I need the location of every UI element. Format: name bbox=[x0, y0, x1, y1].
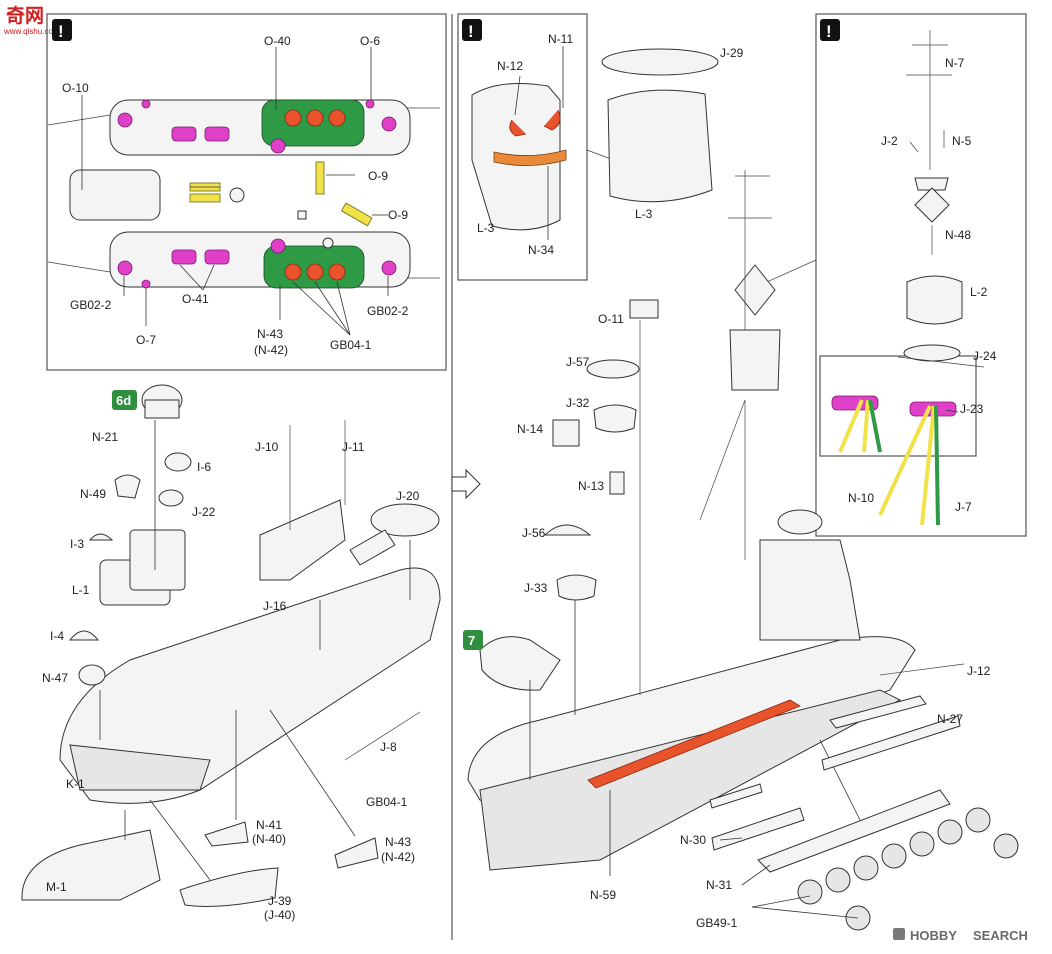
label-j11: J-11 bbox=[342, 440, 365, 454]
warning-badge: ! bbox=[462, 19, 482, 41]
label-n43: N-43 bbox=[385, 835, 411, 849]
label-j29: J-29 bbox=[720, 46, 744, 60]
deck-top-view bbox=[47, 47, 440, 336]
step-badge-6d: 6d bbox=[112, 390, 137, 410]
label-j7: J-7 bbox=[955, 500, 972, 514]
logo-hobby: HOBBY bbox=[910, 928, 957, 943]
label-j57: J-57 bbox=[566, 355, 590, 369]
label-gb04-1: GB04-1 bbox=[330, 338, 372, 352]
label-n40: (N-40) bbox=[252, 832, 286, 846]
label-n5: N-5 bbox=[952, 134, 972, 148]
label-o9: O-9 bbox=[388, 208, 408, 222]
step-number: 7 bbox=[468, 633, 475, 648]
label-o40: O-40 bbox=[264, 34, 291, 48]
panel-tripod-detail bbox=[819, 355, 977, 457]
label-j24: J-24 bbox=[973, 349, 997, 363]
label-m1: M-1 bbox=[46, 880, 67, 894]
label-j23: J-23 bbox=[960, 402, 984, 416]
label-j56: J-56 bbox=[522, 526, 546, 540]
label-j16: J-16 bbox=[263, 599, 287, 613]
label-n47: N-47 bbox=[42, 671, 68, 685]
label-j32: J-32 bbox=[566, 396, 590, 410]
label-o9: O-9 bbox=[368, 169, 388, 183]
label-n59: N-59 bbox=[590, 888, 616, 902]
step-badge-7: 7 bbox=[463, 630, 483, 650]
label-j12: J-12 bbox=[967, 664, 991, 678]
main-hull-assembly bbox=[467, 48, 965, 876]
label-j10: J-10 bbox=[255, 440, 279, 454]
label-n42: (N-42) bbox=[254, 343, 288, 357]
label-l2: L-2 bbox=[970, 285, 988, 299]
label-n21: N-21 bbox=[92, 430, 118, 444]
label-gb49-1: GB49-1 bbox=[696, 916, 738, 930]
label-n11: N-11 bbox=[548, 32, 573, 46]
label-i6: I-6 bbox=[197, 460, 211, 474]
label-o10: O-10 bbox=[62, 81, 89, 95]
label-n41: N-41 bbox=[256, 818, 282, 832]
label-o6: O-6 bbox=[360, 34, 380, 48]
label-l3: L-3 bbox=[477, 221, 495, 235]
warning-badge: ! bbox=[820, 19, 840, 41]
panel-bridge-detail bbox=[457, 13, 588, 281]
label-gb04-1: GB04-1 bbox=[366, 795, 408, 809]
arrow-right-icon bbox=[451, 468, 481, 500]
label-n49: N-49 bbox=[80, 487, 106, 501]
label-j20: J-20 bbox=[396, 489, 420, 503]
label-gb02-2: GB02-2 bbox=[367, 304, 409, 318]
label-n43: N-43 bbox=[257, 327, 283, 341]
label-n14: N-14 bbox=[517, 422, 543, 436]
label-j39: J-39 bbox=[268, 894, 292, 908]
label-l3: L-3 bbox=[635, 207, 653, 221]
label-n12: N-12 bbox=[497, 59, 523, 73]
label-j22: J-22 bbox=[192, 505, 216, 519]
panel-deck-top-view bbox=[46, 13, 447, 371]
label-n13: N-13 bbox=[578, 479, 604, 493]
label-o11: O-11 bbox=[598, 312, 624, 326]
label-n48: N-48 bbox=[945, 228, 971, 242]
warning-badge: ! bbox=[52, 19, 72, 41]
watermark-logo: 奇网 bbox=[6, 4, 44, 27]
watermark: 奇网 www.qishu.com bbox=[3, 4, 60, 36]
label-i3: I-3 bbox=[70, 537, 84, 551]
label-o7: O-7 bbox=[136, 333, 156, 347]
hobby-search-logo: HOBBY SEARCH bbox=[893, 928, 1028, 943]
label-n27: N-27 bbox=[937, 712, 963, 726]
label-n7: N-7 bbox=[945, 56, 965, 70]
label-n10: N-10 bbox=[848, 491, 874, 505]
callout-line bbox=[759, 259, 817, 286]
label-j40: (J-40) bbox=[264, 908, 295, 922]
small-parts bbox=[711, 715, 1019, 931]
forecastle-assembly bbox=[21, 384, 441, 907]
label-n31: N-31 bbox=[706, 878, 732, 892]
warning-icon: ! bbox=[468, 22, 474, 41]
label-gb02-2: GB02-2 bbox=[70, 298, 112, 312]
label-l1: L-1 bbox=[72, 583, 90, 597]
watermark-url: www.qishu.com bbox=[3, 27, 60, 36]
panel-mast-detail bbox=[815, 13, 1027, 537]
step-number: 6d bbox=[116, 393, 131, 408]
mast-detail bbox=[897, 30, 985, 368]
label-o41: O-41 bbox=[182, 292, 209, 306]
warning-icon: ! bbox=[58, 22, 64, 41]
tripod-detail bbox=[831, 395, 959, 526]
warning-icon: ! bbox=[826, 22, 832, 41]
label-j33: J-33 bbox=[524, 581, 548, 595]
logo-search: SEARCH bbox=[973, 928, 1028, 943]
label-n30: N-30 bbox=[680, 833, 706, 847]
label-k1: K-1 bbox=[66, 777, 85, 791]
label-n42: (N-42) bbox=[381, 850, 415, 864]
bridge-detail bbox=[471, 46, 567, 240]
label-j8: J-8 bbox=[380, 740, 397, 754]
label-i4: I-4 bbox=[50, 629, 64, 643]
label-n34: N-34 bbox=[528, 243, 554, 257]
label-j2: J-2 bbox=[881, 134, 898, 148]
